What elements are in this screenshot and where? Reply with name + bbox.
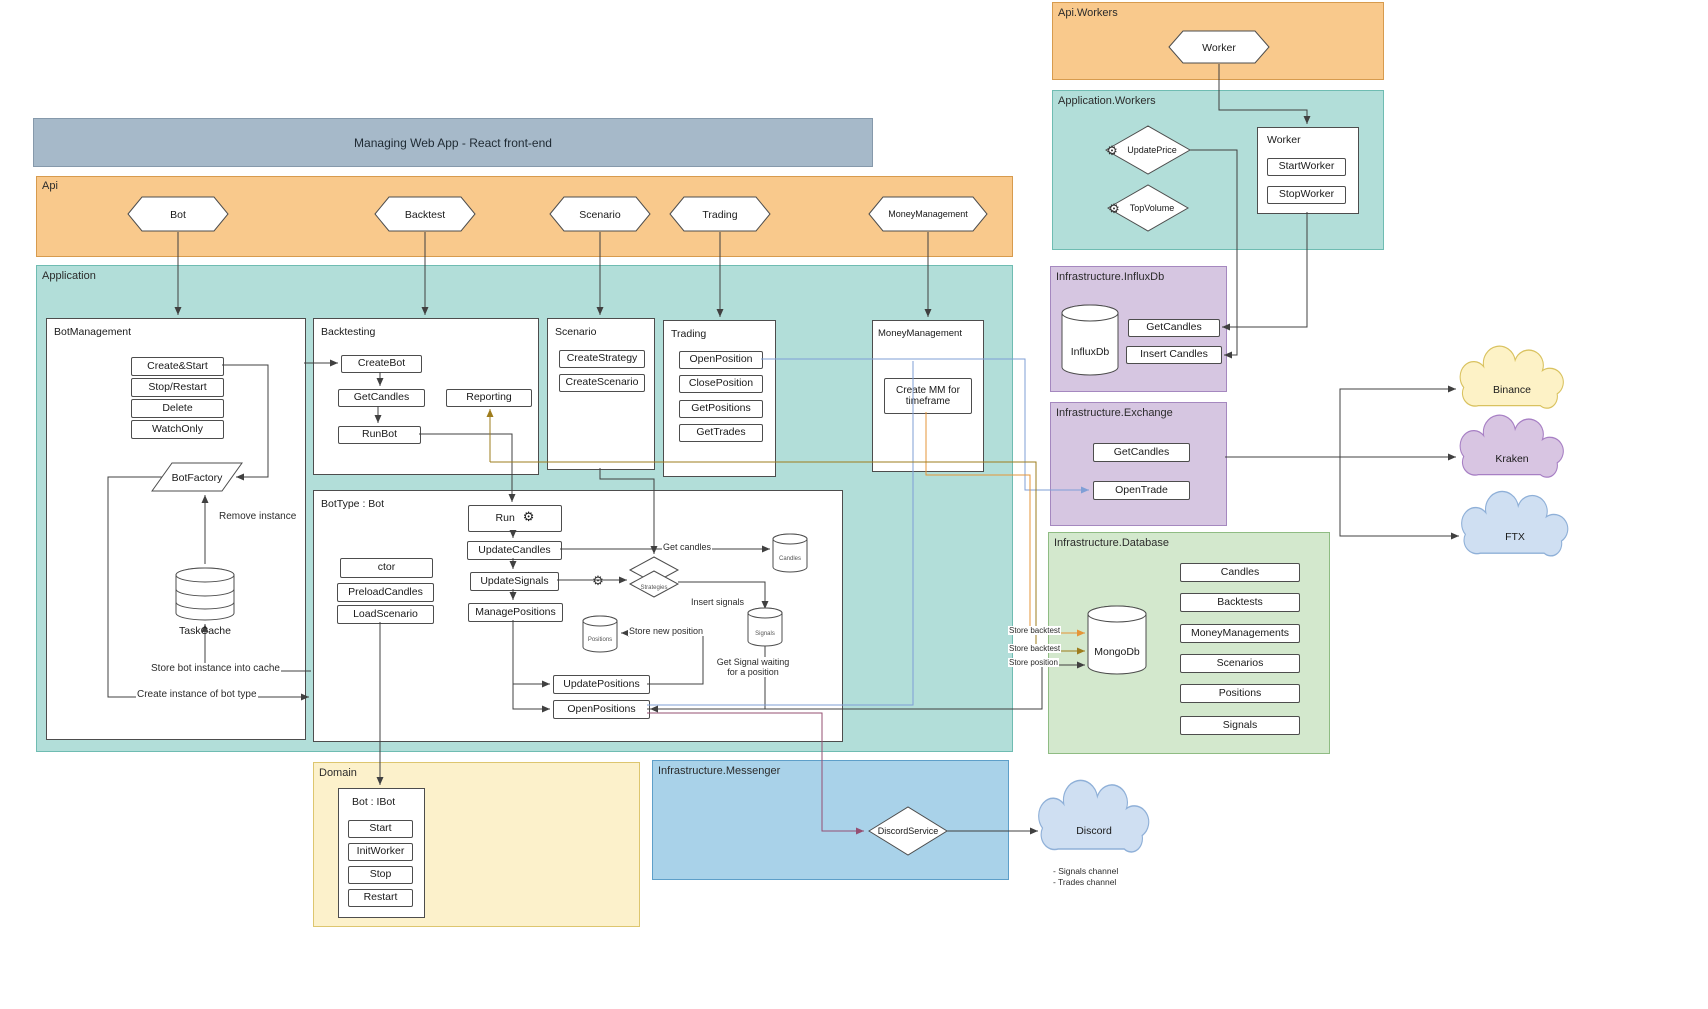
bot-stop-button[interactable]: Stop xyxy=(348,866,413,884)
closeposition-button[interactable]: ClosePosition xyxy=(679,375,763,393)
collection-backtests[interactable]: Backtests xyxy=(1180,593,1300,612)
getpositions-button[interactable]: GetPositions xyxy=(679,400,763,418)
collection-signals[interactable]: Signals xyxy=(1180,716,1300,735)
trading-title: Trading xyxy=(671,328,707,340)
region-messenger-label: Infrastructure.Messenger xyxy=(658,765,781,777)
region-exchange xyxy=(1050,402,1227,526)
createscenario-button[interactable]: CreateScenario xyxy=(559,374,645,392)
startworker-button[interactable]: StartWorker xyxy=(1267,158,1346,176)
exchange-getcandles-button[interactable]: GetCandles xyxy=(1093,443,1190,462)
backtesting-title: Backtesting xyxy=(321,326,376,338)
web-app-banner: Managing Web App - React front-end xyxy=(33,118,873,167)
preloadcandles-button[interactable]: PreloadCandles xyxy=(337,583,434,602)
bot-initworker-button[interactable]: InitWorker xyxy=(348,843,413,861)
collection-scenarios[interactable]: Scenarios xyxy=(1180,654,1300,673)
store-position-label: Store position xyxy=(1008,658,1059,667)
influx-getcandles-button[interactable]: GetCandles xyxy=(1128,319,1220,337)
ftx-label: FTX xyxy=(1505,531,1525,543)
run-button[interactable]: Run ⚙ xyxy=(468,505,562,532)
bot-restart-button[interactable]: Restart xyxy=(348,889,413,907)
bot-start-button[interactable]: Start xyxy=(348,820,413,838)
delete-button[interactable]: Delete xyxy=(131,399,224,418)
edge-exchange-to-ftx xyxy=(1339,457,1459,540)
remove-instance-label: Remove instance xyxy=(218,511,298,522)
create-mm-button[interactable]: Create MM for timeframe xyxy=(884,378,972,414)
get-candles-edge-label: Get candles xyxy=(662,542,713,552)
kraken-cloud[interactable] xyxy=(1459,414,1564,478)
ctor-button[interactable]: ctor xyxy=(340,558,433,578)
bot-ibot-title: Bot : IBot xyxy=(352,796,396,808)
create-instance-label: Create instance of bot type xyxy=(136,689,258,700)
region-influxdb-label: Infrastructure.InfluxDb xyxy=(1056,271,1165,283)
discord-cloud[interactable] xyxy=(1038,779,1150,853)
stop-restart-button[interactable]: Stop/Restart xyxy=(131,378,224,397)
influx-insertcandles-button[interactable]: Insert Candles xyxy=(1126,346,1222,364)
createstrategy-button[interactable]: CreateStrategy xyxy=(559,350,645,368)
loadscenario-button[interactable]: LoadScenario xyxy=(337,605,434,624)
region-api xyxy=(36,176,1013,257)
edge-exchange-to-binance xyxy=(1339,385,1456,457)
store-backtest-label-2: Store backtest xyxy=(1008,644,1062,653)
region-domain-label: Domain xyxy=(319,767,357,779)
stopworker-button[interactable]: StopWorker xyxy=(1267,186,1346,204)
trades-channel-note: - Trades channel xyxy=(1053,877,1117,887)
collection-moneymanagements[interactable]: MoneyManagements xyxy=(1180,624,1300,643)
node-trading xyxy=(663,320,776,477)
region-application-label: Application xyxy=(42,270,96,282)
gear-icon: ⚙ xyxy=(522,510,535,526)
managepositions-button[interactable]: ManagePositions xyxy=(468,603,563,622)
region-application-workers-label: Application.Workers xyxy=(1058,95,1156,107)
bot-type-title: BotType : Bot xyxy=(321,498,385,510)
gettrades-button[interactable]: GetTrades xyxy=(679,424,763,442)
updatecandles-button[interactable]: UpdateCandles xyxy=(467,541,562,560)
watchonly-button[interactable]: WatchOnly xyxy=(131,420,224,439)
node-scenario xyxy=(547,318,655,470)
reporting-button[interactable]: Reporting xyxy=(446,389,532,407)
money-management-title: MoneyManagement xyxy=(878,328,962,339)
region-database-label: Infrastructure.Database xyxy=(1054,537,1169,549)
exchange-opentrade-button[interactable]: OpenTrade xyxy=(1093,481,1190,500)
create-start-button[interactable]: Create&Start xyxy=(131,357,224,376)
store-backtest-label-1: Store backtest xyxy=(1008,626,1062,635)
binance-label: Binance xyxy=(1493,384,1531,396)
createbot-button[interactable]: CreateBot xyxy=(341,355,422,373)
worker-node-title: Worker xyxy=(1267,134,1301,146)
ftx-cloud[interactable] xyxy=(1461,490,1569,557)
collection-positions[interactable]: Positions xyxy=(1180,684,1300,703)
kraken-label: Kraken xyxy=(1495,453,1528,465)
region-api-workers-label: Api.Workers xyxy=(1058,7,1118,19)
getcandles-backtesting-button[interactable]: GetCandles xyxy=(338,389,425,407)
bot-management-title: BotManagement xyxy=(54,326,132,338)
scenario-title: Scenario xyxy=(555,326,597,338)
updatepositions-button[interactable]: UpdatePositions xyxy=(553,675,650,694)
get-signal-waiting-edge-label: Get Signal waiting for a position xyxy=(710,657,796,677)
updatesignals-button[interactable]: UpdateSignals xyxy=(470,572,559,591)
store-new-position-edge-label: Store new position xyxy=(628,626,705,636)
runbot-button[interactable]: RunBot xyxy=(338,426,421,444)
openposition-button[interactable]: OpenPosition xyxy=(679,351,763,369)
insert-signals-edge-label: Insert signals xyxy=(690,597,746,607)
region-messenger xyxy=(652,760,1009,880)
binance-cloud[interactable] xyxy=(1459,345,1564,409)
signals-channel-note: - Signals channel xyxy=(1053,866,1119,876)
region-api-label: Api xyxy=(42,180,58,192)
store-bot-instance-label: Store bot instance into cache xyxy=(150,663,281,674)
run-button-label: Run xyxy=(495,511,515,524)
collection-candles[interactable]: Candles xyxy=(1180,563,1300,582)
region-exchange-label: Infrastructure.Exchange xyxy=(1056,407,1173,419)
discord-label: Discord xyxy=(1076,825,1112,837)
openpositions-button[interactable]: OpenPositions xyxy=(553,700,650,719)
web-app-title: Managing Web App - React front-end xyxy=(354,135,552,150)
